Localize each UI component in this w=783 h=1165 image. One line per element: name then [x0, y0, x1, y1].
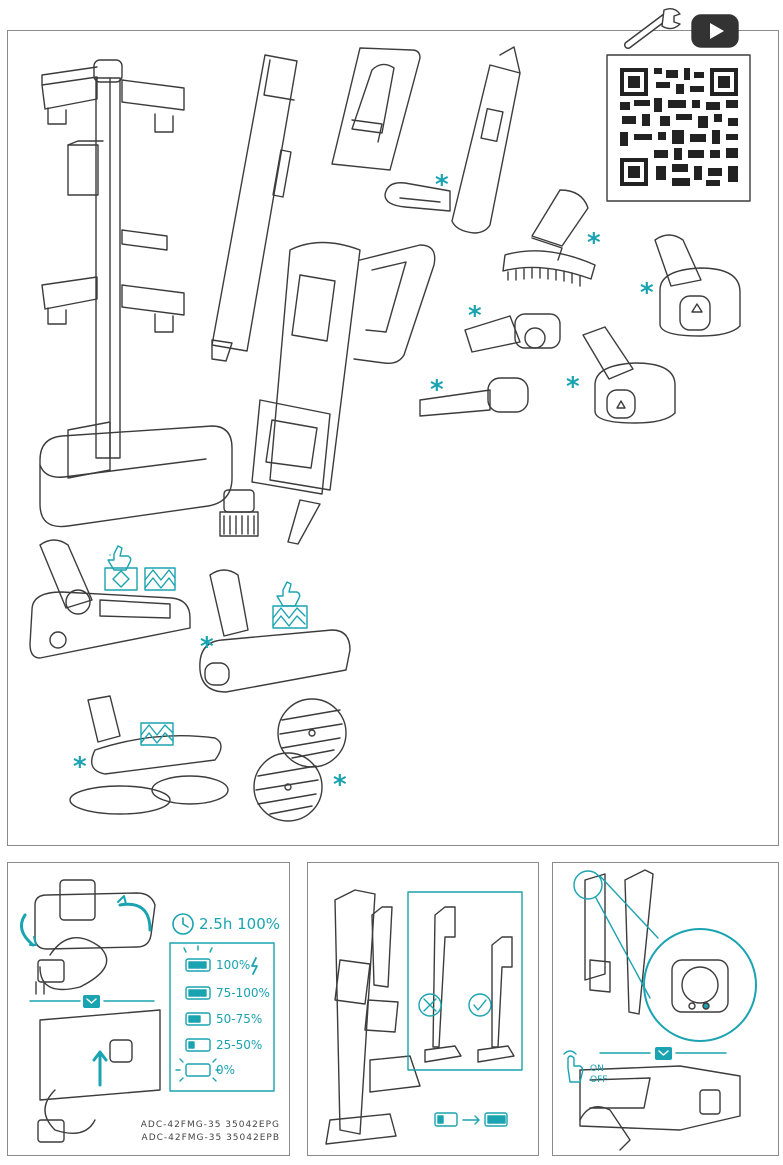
power-on-label: ON	[590, 1064, 604, 1074]
check-circle-icon	[468, 993, 492, 1017]
hand-press-icon	[563, 1050, 584, 1083]
optional-marker: *	[200, 632, 214, 662]
battery-level-label: 25-50%	[216, 1038, 263, 1052]
optional-marker: *	[468, 301, 482, 331]
optional-marker: *	[430, 375, 444, 405]
youtube-play-icon[interactable]	[691, 14, 739, 48]
cross-circle-icon	[418, 993, 442, 1017]
carpet-icon	[104, 567, 138, 591]
optional-marker: *	[333, 770, 347, 800]
power-panel	[552, 862, 779, 1156]
crevice-tool	[384, 46, 521, 234]
floor-nozzle-main	[29, 539, 191, 659]
vacuum-wrong-position	[424, 906, 462, 1063]
battery-level-label: 50-75%	[216, 1012, 263, 1026]
vacuum-display-drawing	[573, 869, 757, 1151]
model-number: ADC-42FMG-35 35042EPB	[141, 1133, 280, 1143]
optional-marker: *	[566, 372, 580, 402]
battery-level-box	[169, 942, 275, 1092]
mop-pads	[253, 698, 347, 822]
insert-arrow	[92, 1050, 108, 1087]
optional-marker: *	[587, 228, 601, 258]
handheld-vacuum	[251, 241, 436, 545]
battery-charging-sequence	[434, 1112, 508, 1127]
clock-icon	[172, 913, 194, 935]
power-off-label: OFF	[590, 1075, 608, 1085]
docking-panel	[307, 862, 539, 1156]
charging-dock-drawing	[34, 879, 161, 1143]
pet-turbo-nozzle	[582, 326, 676, 424]
battery-pack	[331, 47, 421, 171]
battery-level-icons	[175, 945, 221, 1082]
wrench-icon	[624, 7, 681, 49]
qr-code[interactable]	[606, 54, 751, 202]
model-number: ADC-42FMG-35 35042EPG	[140, 1120, 280, 1130]
charging-panel	[7, 862, 290, 1156]
wall-dock-stand	[39, 59, 233, 528]
battery-level-label: 75-100%	[216, 986, 270, 1000]
optional-marker: *	[640, 278, 654, 308]
vacuum-on-dock-drawing	[325, 889, 421, 1145]
optional-marker: *	[73, 752, 87, 782]
extension-tube	[211, 54, 298, 362]
lightning-icon	[251, 957, 258, 975]
crevice-long-tool	[419, 377, 529, 417]
battery-level-label: 100%	[216, 958, 251, 972]
vacuum-comparison-box	[407, 891, 523, 1071]
hard-floor-icon	[140, 567, 308, 746]
battery-level-label: 0%	[216, 1063, 236, 1077]
mini-turbo-nozzle	[654, 234, 741, 337]
angled-crevice-tool	[464, 313, 561, 353]
optional-marker: *	[435, 170, 449, 200]
vacuum-right-position	[477, 936, 515, 1063]
mini-dust-brush	[219, 489, 259, 537]
mop-nozzle	[69, 695, 229, 815]
rotate-arrows	[19, 895, 152, 947]
charge-time-label: 2.5h 100%	[199, 915, 281, 933]
accessories-panel	[7, 30, 779, 846]
dusting-brush	[502, 189, 596, 287]
thumbs-up-icon	[107, 545, 301, 607]
chevron-down-icon	[29, 995, 727, 1060]
floor-nozzle-soft-roller	[199, 569, 351, 693]
